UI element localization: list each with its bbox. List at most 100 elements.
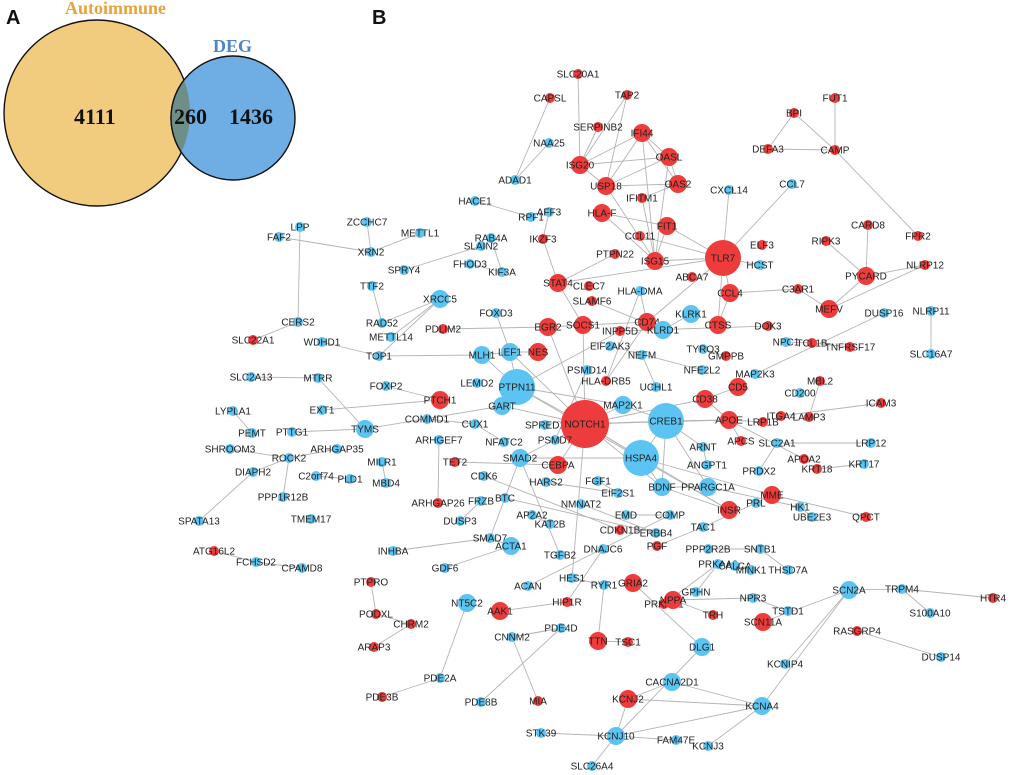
node-label: PTPRO xyxy=(354,578,389,589)
node-label: FOXD3 xyxy=(479,309,513,320)
node-circle xyxy=(763,321,773,331)
network-node: PPP1R12B xyxy=(258,492,309,504)
node-circle xyxy=(646,252,664,270)
network-node: CCL7 xyxy=(779,179,805,191)
node-circle xyxy=(660,148,678,166)
node-circle xyxy=(682,305,700,323)
node-circle xyxy=(485,533,495,543)
node-circle xyxy=(781,337,791,347)
node-circle xyxy=(750,369,760,379)
network-node: NPR3 xyxy=(740,593,767,605)
network-node: NEFM xyxy=(628,350,656,362)
network-edge xyxy=(615,646,703,737)
node-circle xyxy=(687,272,697,282)
node-label: BDNF xyxy=(648,483,675,494)
node-label: ELF3 xyxy=(750,241,774,252)
node-circle xyxy=(377,457,387,467)
node-label: TRH xyxy=(703,611,724,622)
node-label: DUSP16 xyxy=(865,309,904,320)
network-node: CLEC7 xyxy=(573,281,606,293)
node-label: CLEC7 xyxy=(573,282,606,293)
node-circle xyxy=(926,349,936,359)
node-label: SLC22A1 xyxy=(232,336,275,347)
network-edge xyxy=(390,298,441,338)
network-node: ZCCHC7 xyxy=(347,217,388,229)
network-node: FAF2 xyxy=(267,232,291,244)
network-edge xyxy=(672,597,754,601)
node-label: LRP12 xyxy=(856,439,887,450)
node-label: SCN2A xyxy=(832,586,866,597)
node-circle xyxy=(936,652,946,662)
network-node: FGF1 xyxy=(585,476,611,488)
node-label: NFATC2 xyxy=(485,438,523,449)
node-circle xyxy=(648,403,684,439)
network-node: NLRP11 xyxy=(912,306,950,318)
node-circle xyxy=(476,496,486,506)
network-edge xyxy=(474,423,505,443)
node-label: DEFA3 xyxy=(752,145,784,156)
network-node: LRP12 xyxy=(856,438,887,450)
network-edge xyxy=(579,132,643,166)
network-node: FRZB xyxy=(468,496,494,508)
node-label: ARHGAP26 xyxy=(411,499,465,510)
network-node: KLRK1 xyxy=(675,305,707,323)
node-circle xyxy=(651,528,661,538)
node-label: CD38 xyxy=(692,395,718,406)
node-label: DLG1 xyxy=(689,643,716,654)
network-node: SLAIN2 xyxy=(464,241,499,253)
network-edge xyxy=(597,584,605,642)
node-label: DUSP3 xyxy=(443,517,477,528)
network-node: ARHGEF7 xyxy=(415,435,463,447)
node-circle xyxy=(388,546,398,556)
network-edge xyxy=(545,481,619,494)
node-label: SMAD7 xyxy=(473,534,508,545)
node-label: FOXP2 xyxy=(370,382,403,393)
node-circle xyxy=(555,550,565,560)
network-node: PSMD7 xyxy=(538,435,573,447)
node-circle xyxy=(653,478,671,496)
network-node: TAP2 xyxy=(615,90,640,102)
node-circle xyxy=(455,516,465,526)
network-node: NPPA xyxy=(660,591,687,609)
network-node: PRL xyxy=(746,498,766,510)
node-label: PDLIM2 xyxy=(425,325,462,336)
network-node: THSD7A xyxy=(768,565,808,577)
node-circle xyxy=(491,308,501,318)
network-node: CTSS xyxy=(705,316,732,334)
network-edge xyxy=(381,298,441,324)
node-circle xyxy=(638,313,656,331)
node-circle xyxy=(377,318,387,328)
node-circle xyxy=(699,478,717,496)
node-circle xyxy=(702,460,712,470)
node-circle xyxy=(510,175,520,185)
venn-autoimmune-count: 4111 xyxy=(74,104,116,129)
node-circle xyxy=(415,228,425,238)
node-label: HARS2 xyxy=(529,478,563,489)
node-label: IFI44 xyxy=(631,129,654,140)
node-circle xyxy=(386,332,396,342)
node-label: NPR3 xyxy=(740,594,767,605)
node-label: FPR2 xyxy=(905,232,931,243)
network-node: MAP2K3 xyxy=(735,369,775,381)
node-circle xyxy=(248,467,258,477)
node-label: KCNJ10 xyxy=(597,732,635,743)
node-label: COMMD1 xyxy=(405,415,450,426)
node-label: QPCT xyxy=(852,513,880,524)
network-node: IFI44 xyxy=(631,124,654,142)
node-circle xyxy=(597,177,615,195)
network-node: NFATC2 xyxy=(485,437,523,449)
network-edge xyxy=(671,681,763,707)
network-node: MAP2K1 xyxy=(603,396,643,414)
network-edge xyxy=(439,602,468,679)
network-node: HTR4 xyxy=(980,593,1006,605)
node-label: OASL xyxy=(656,153,683,164)
node-label: CARD8 xyxy=(851,221,885,232)
node-circle xyxy=(763,486,781,504)
node-label: SLC2A13 xyxy=(230,373,273,384)
network-edge xyxy=(601,212,668,227)
network-node: SNTB1 xyxy=(744,544,777,556)
node-circle xyxy=(623,637,633,647)
network-node: DLG1 xyxy=(689,638,716,656)
node-circle xyxy=(614,396,632,414)
